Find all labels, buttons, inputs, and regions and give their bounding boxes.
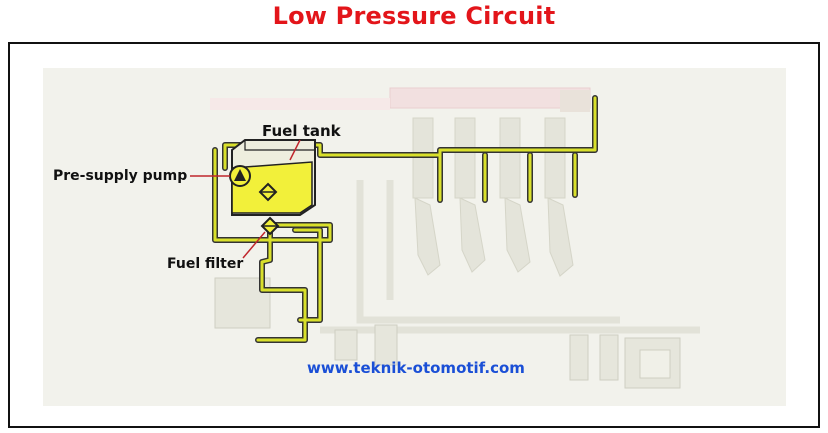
pre-supply-pump-icon xyxy=(229,165,251,187)
tank-leader-line xyxy=(289,139,301,161)
fuel-filter-label: Fuel filter xyxy=(167,256,244,272)
lower-components-ghost xyxy=(214,277,681,389)
page-title: Low Pressure Circuit xyxy=(272,2,556,30)
pre-supply-pump-label: Pre-supply pump xyxy=(53,168,188,184)
fuel-tank-label: Fuel tank xyxy=(262,122,341,140)
injectors-ghost xyxy=(412,117,574,277)
fuel-filter-icon xyxy=(260,216,280,236)
watermark-url: www.teknik-otomotif.com xyxy=(307,359,525,377)
high-pressure-rail-ghost xyxy=(210,87,591,112)
tank-strainer-icon xyxy=(258,182,278,202)
filter-leader-line xyxy=(242,231,266,259)
leader-lines xyxy=(190,139,301,259)
